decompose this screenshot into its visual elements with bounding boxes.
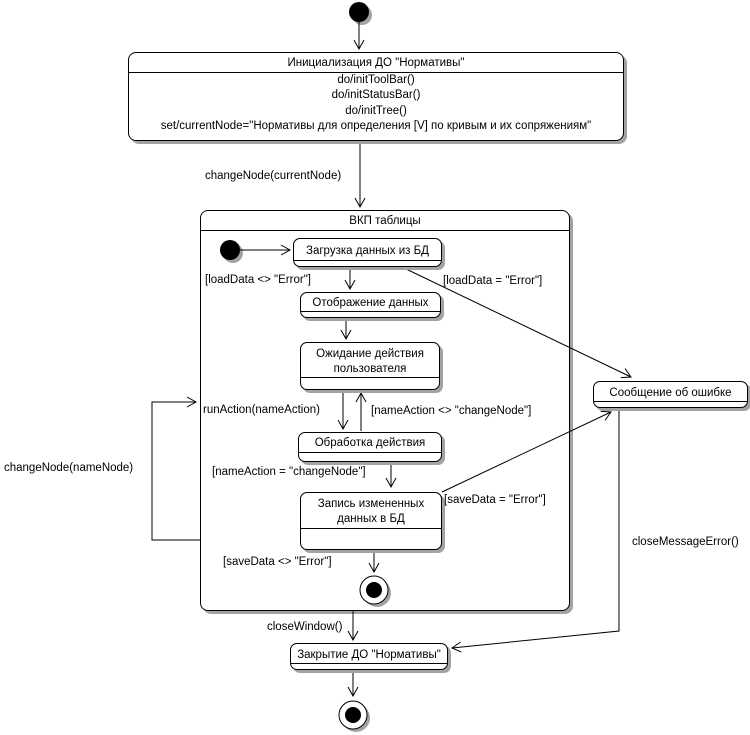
- state-display-data-label: Отображение данных: [312, 297, 429, 309]
- final-node-bottom-ring: [338, 700, 368, 730]
- composite-state-title: ВКП таблицы: [201, 211, 569, 231]
- label-close-message-error: closeMessageError(): [632, 536, 739, 548]
- state-wait-user-action: Ожидание действия пользователя: [300, 342, 440, 390]
- label-action-change: [nameAction = "changeNode"]: [212, 466, 366, 478]
- state-compartment-divider: [301, 377, 439, 378]
- state-save-data-label: Запись измененных данных в БД: [317, 498, 425, 525]
- state-load-data: Загрузка данных из БД: [293, 238, 442, 267]
- label-load-ok: [loadData <> "Error"]: [205, 274, 311, 286]
- label-save-err: [saveData = "Error"]: [444, 494, 546, 506]
- label-save-ok: [saveData <> "Error"]: [223, 556, 332, 568]
- state-save-data: Запись измененных данных в БД: [300, 492, 442, 550]
- initial-node-top-shadow: [352, 5, 372, 25]
- state-process-action-label: Обработка действия: [314, 437, 426, 449]
- arrow-composite-self-change-node: [151, 396, 200, 541]
- state-process-action: Обработка действия: [298, 432, 442, 462]
- state-init-normativy-actions: do/initToolBar() do/initStatusBar() do/i…: [129, 73, 623, 135]
- action-set-current-node: set/currentNode="Нормативы для определен…: [160, 120, 592, 133]
- final-node-bottom: [345, 707, 361, 723]
- final-node-bottom-shadow: [342, 704, 370, 732]
- state-compartment-divider: [594, 401, 747, 402]
- state-compartment-divider: [299, 452, 441, 453]
- state-wait-user-action-label: Ожидание действия пользователя: [316, 347, 424, 375]
- label-close-window: closeWindow(): [267, 621, 343, 633]
- label-load-err: [loadData = "Error"]: [443, 275, 543, 287]
- label-action-not-change: [nameAction <> "changeNode"]: [371, 405, 532, 417]
- action-init-tree: do/initTree(): [345, 104, 407, 117]
- label-change-node-current: changeNode(currentNode): [205, 170, 342, 182]
- state-display-data: Отображение данных: [300, 292, 441, 318]
- state-init-normativy-title: Инициализация ДО "Нормативы": [129, 53, 623, 73]
- label-run-action: runAction(nameAction): [203, 404, 320, 416]
- label-change-node-name: changeNode(nameNode): [4, 462, 134, 474]
- state-close-normativy-label: Закрытие ДО "Нормативы": [297, 648, 441, 661]
- state-error-message: Сообщение об ошибке: [593, 381, 748, 408]
- state-compartment-divider: [291, 663, 447, 664]
- state-init-normativy: Инициализация ДО "Нормативы" do/initTool…: [128, 52, 624, 141]
- state-load-data-label: Загрузка данных из БД: [306, 244, 429, 257]
- initial-node-top: [349, 2, 369, 22]
- state-error-message-label: Сообщение об ошибке: [609, 386, 732, 399]
- action-init-statusbar: do/initStatusBar(): [331, 89, 421, 102]
- action-init-toolbar: do/initToolBar(): [337, 74, 415, 86]
- state-compartment-divider: [301, 528, 441, 529]
- state-compartment-divider: [301, 311, 440, 312]
- state-compartment-divider: [294, 260, 441, 261]
- state-close-normativy: Закрытие ДО "Нормативы": [290, 643, 448, 670]
